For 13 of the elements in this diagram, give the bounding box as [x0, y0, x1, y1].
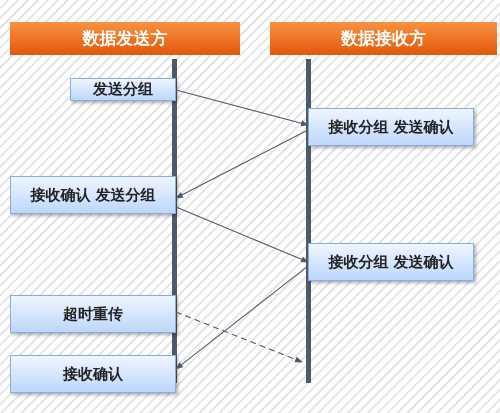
step-box: 接收确认	[10, 355, 176, 393]
step-box: 接收分组 发送确认	[308, 243, 474, 281]
lane-header: 数据接收方	[270, 22, 497, 55]
arrow	[176, 89, 309, 126]
arrow	[176, 311, 303, 363]
step-box: 接收分组 发送确认	[308, 108, 474, 146]
step-box: 超时重传	[10, 295, 176, 333]
arrow	[175, 266, 308, 370]
arrow	[175, 130, 308, 198]
step-box: 发送分组	[70, 78, 176, 101]
step-box: 接收确认 发送分组	[10, 176, 176, 214]
arrow	[176, 206, 309, 262]
lane-header: 数据发送方	[10, 22, 240, 55]
